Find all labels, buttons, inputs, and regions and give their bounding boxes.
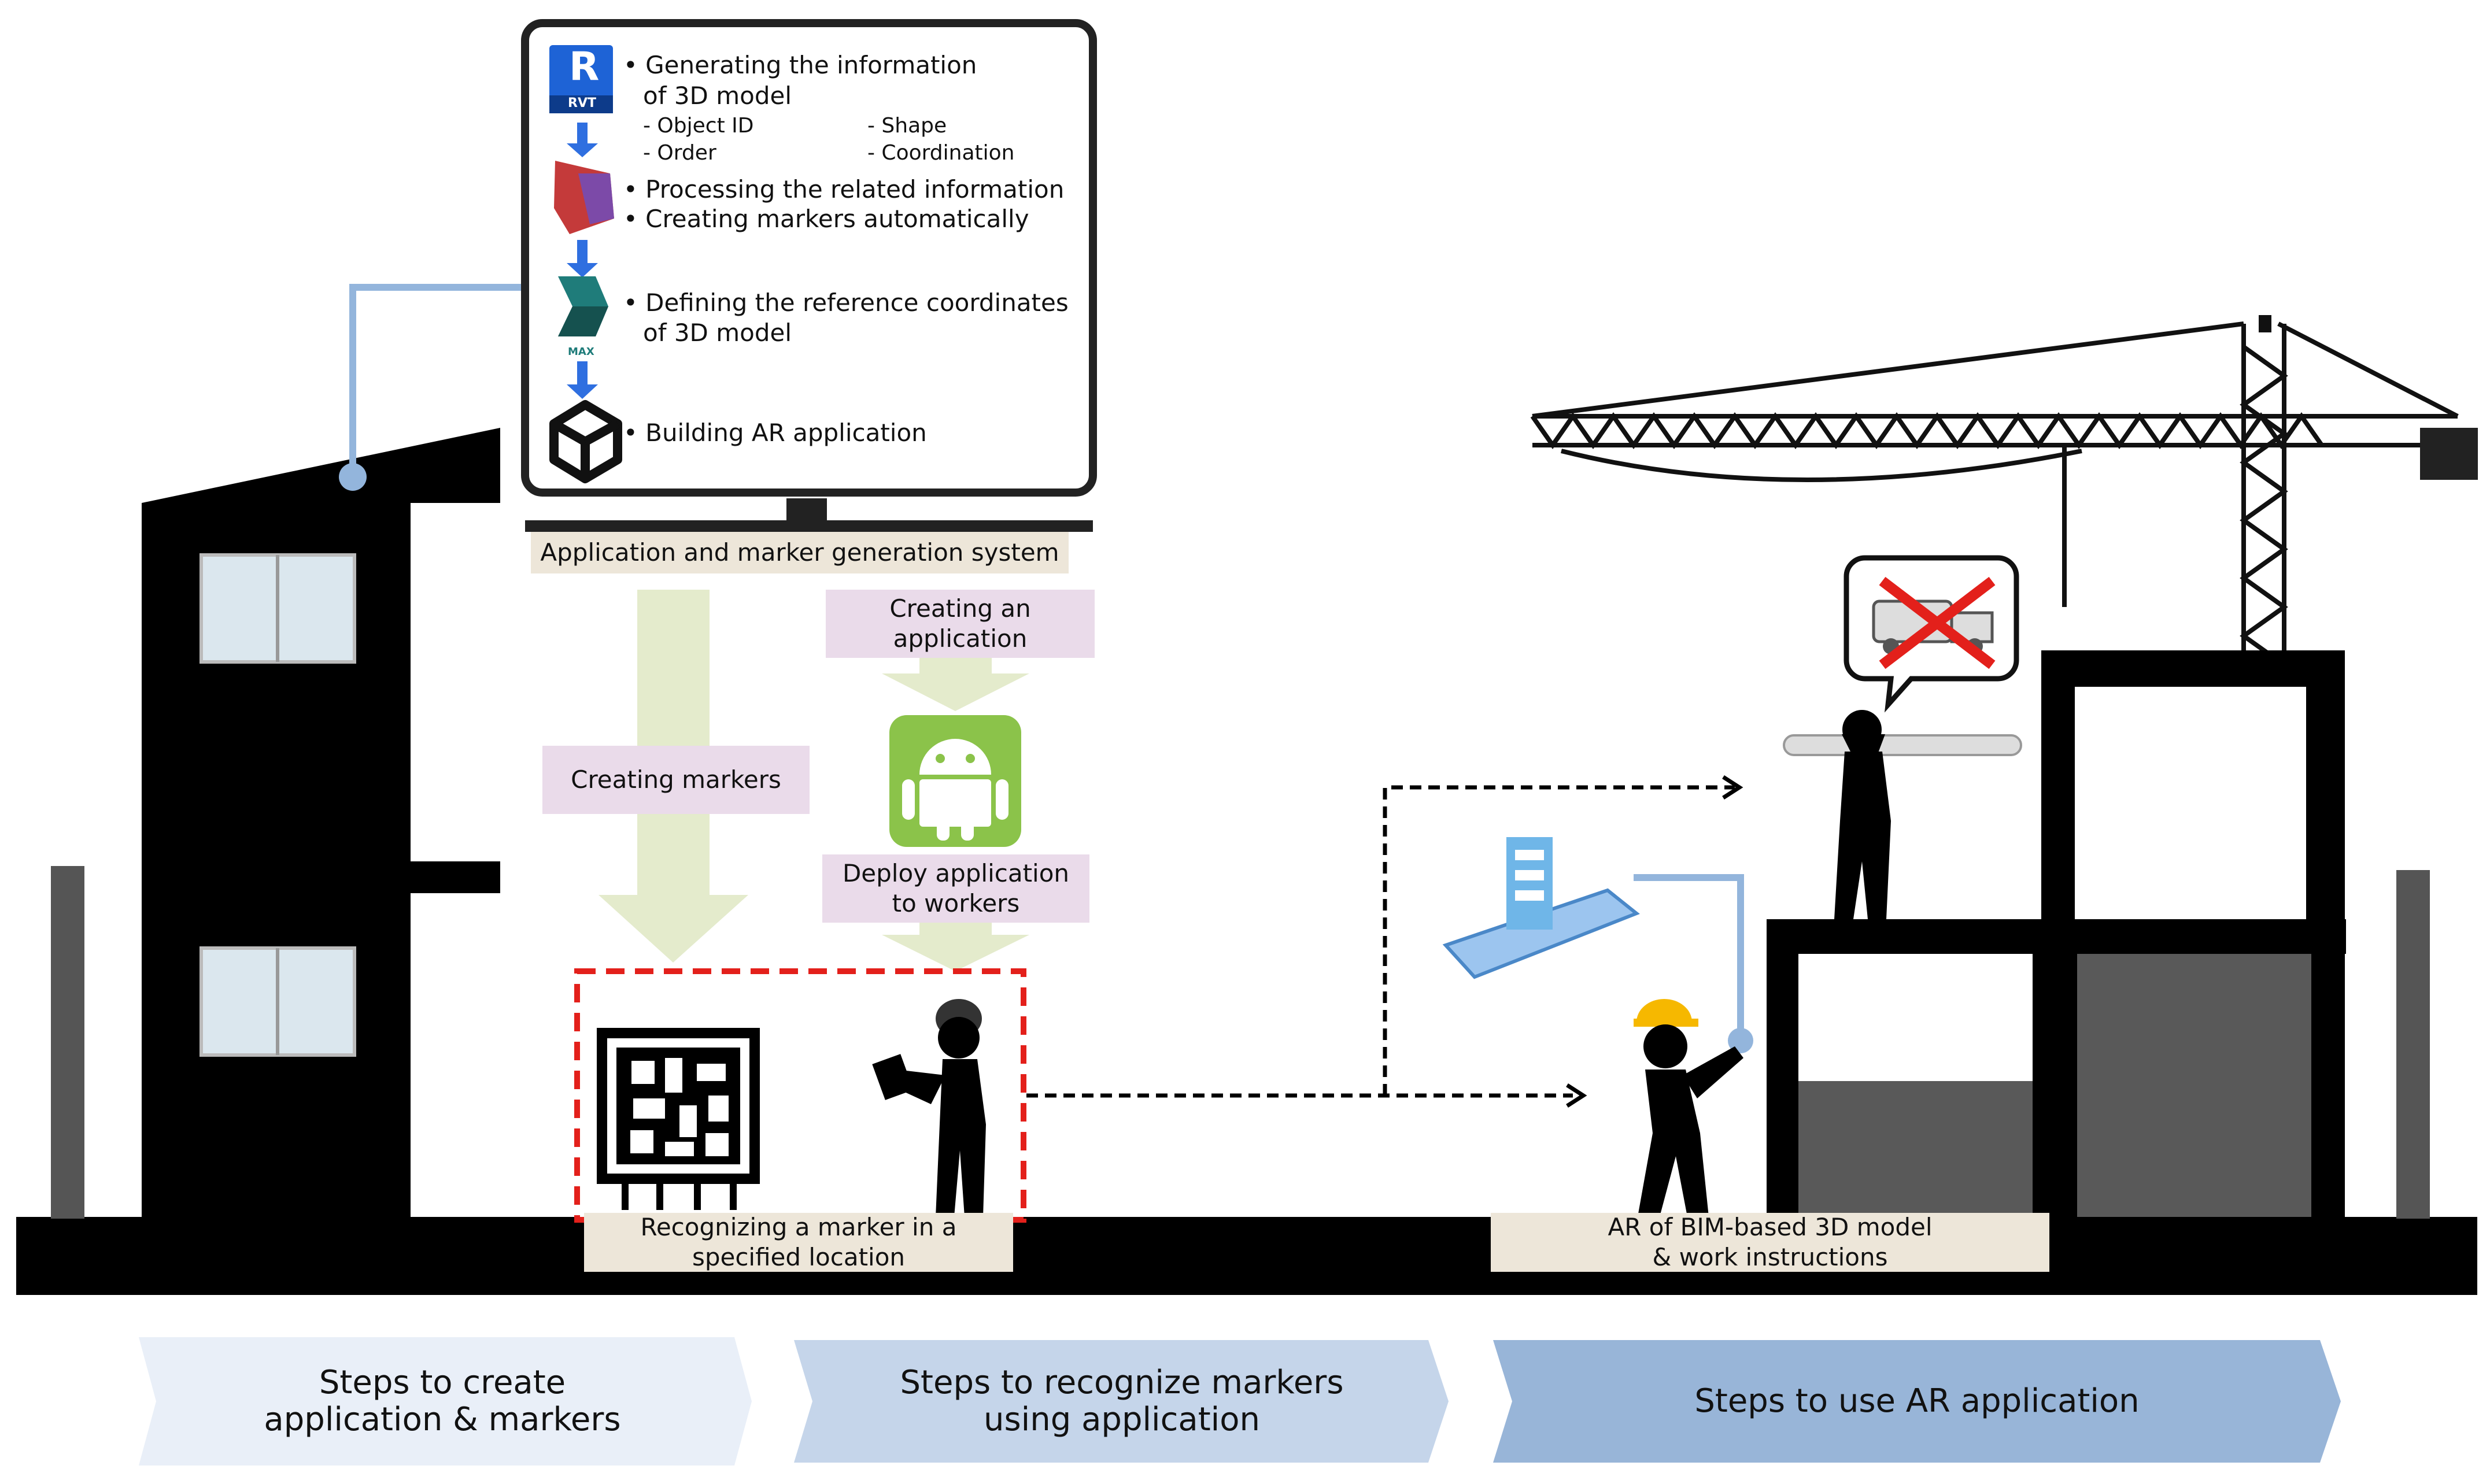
dashed-arrows [1026, 785, 1735, 1098]
ar-model-label: AR of BIM-based 3D model & work instruct… [1491, 1213, 2049, 1272]
right-fence-post [2396, 870, 2430, 1219]
worker-carrying-pipe-icon [1783, 710, 2022, 919]
unity-icon [549, 400, 622, 483]
step1-title-line1: • Generating the information [623, 51, 977, 79]
step-1-line1: Steps to create [319, 1363, 566, 1401]
step-2-line2: using application [984, 1401, 1260, 1438]
step2-line1: • Processing the related information [623, 175, 1065, 203]
recognizing-label: Recognizing a marker in a specified loca… [584, 1213, 1013, 1272]
ar-model-line2: & work instructions [1652, 1243, 1888, 1271]
ar-model-line1: AR of BIM-based 3D model [1608, 1212, 1933, 1241]
creating-application-line2: application [893, 624, 1028, 653]
revit-sub-label: RVT [568, 96, 596, 110]
creating-markers-text: Creating markers [571, 765, 781, 794]
step-label-2: Steps to recognize markers using applica… [821, 1340, 1423, 1463]
step1-sub-shape: - Shape [867, 114, 947, 138]
step-1-line2: application & markers [264, 1401, 621, 1438]
max-icon [558, 276, 608, 336]
qr-marker-icon [597, 1028, 760, 1210]
recognizing-line1: Recognizing a marker in a [640, 1212, 957, 1241]
revit-icon [549, 45, 613, 113]
worker-with-helmet-icon [1634, 999, 1743, 1217]
step-chevron-3 [1493, 1340, 2341, 1463]
step2-line2: • Creating markers automatically [623, 205, 1029, 233]
creating-application-label: Creating an application [826, 590, 1095, 658]
step3-line1: • Defining the reference coordinates [623, 288, 1069, 317]
step-label-3: Steps to use AR application [1521, 1340, 2313, 1463]
step4-line: • Building AR application [623, 419, 927, 447]
ground [16, 1217, 2477, 1295]
android-icon [889, 715, 1021, 847]
deploy-label: Deploy application to workers [822, 854, 1089, 923]
deploy-line2: to workers [892, 889, 1020, 917]
system-caption: Application and marker generation system [531, 532, 1069, 573]
green-arrow-deploy [882, 916, 1029, 971]
monitor [521, 19, 1097, 532]
step-chevron-1 [139, 1337, 752, 1466]
step1-sub-order: - Order [643, 141, 716, 165]
connector-line-building [349, 284, 535, 477]
right-structure [1767, 650, 2346, 1217]
left-building [142, 428, 500, 1220]
step-label-1: Steps to create application & markers [168, 1337, 717, 1466]
tablet-model-icon [1442, 837, 1640, 979]
step-2-line1: Steps to recognize markers [900, 1363, 1344, 1401]
step-3-line1: Steps to use AR application [1694, 1382, 2140, 1420]
system-caption-text: Application and marker generation system [540, 538, 1059, 567]
down-arrow-icon [567, 123, 598, 399]
left-fence-post [51, 866, 84, 1219]
revit-letter: R [569, 44, 600, 90]
recognizing-line2: specified location [692, 1243, 906, 1271]
step-chevron-2 [794, 1340, 1449, 1463]
step1-sub-coordination: - Coordination [867, 141, 1015, 165]
worker-reading-icon [872, 999, 986, 1217]
max-sub-label: MAX [568, 346, 594, 358]
step3-line2: of 3D model [643, 319, 792, 347]
deploy-line1: Deploy application [842, 858, 1070, 887]
no-truck-speech-bubble [1844, 555, 2019, 713]
connector-line-tablet [1634, 874, 1744, 1041]
creating-application-line1: Creating an [889, 594, 1031, 623]
creating-markers-label: Creating markers [542, 746, 810, 814]
green-arrow-create-markers [599, 590, 748, 963]
step1-sub-object-id: - Object ID [643, 114, 754, 138]
dynamo-icon [554, 161, 614, 234]
step1-title-line2: of 3D model [643, 82, 792, 110]
green-arrow-create-application [882, 650, 1029, 711]
